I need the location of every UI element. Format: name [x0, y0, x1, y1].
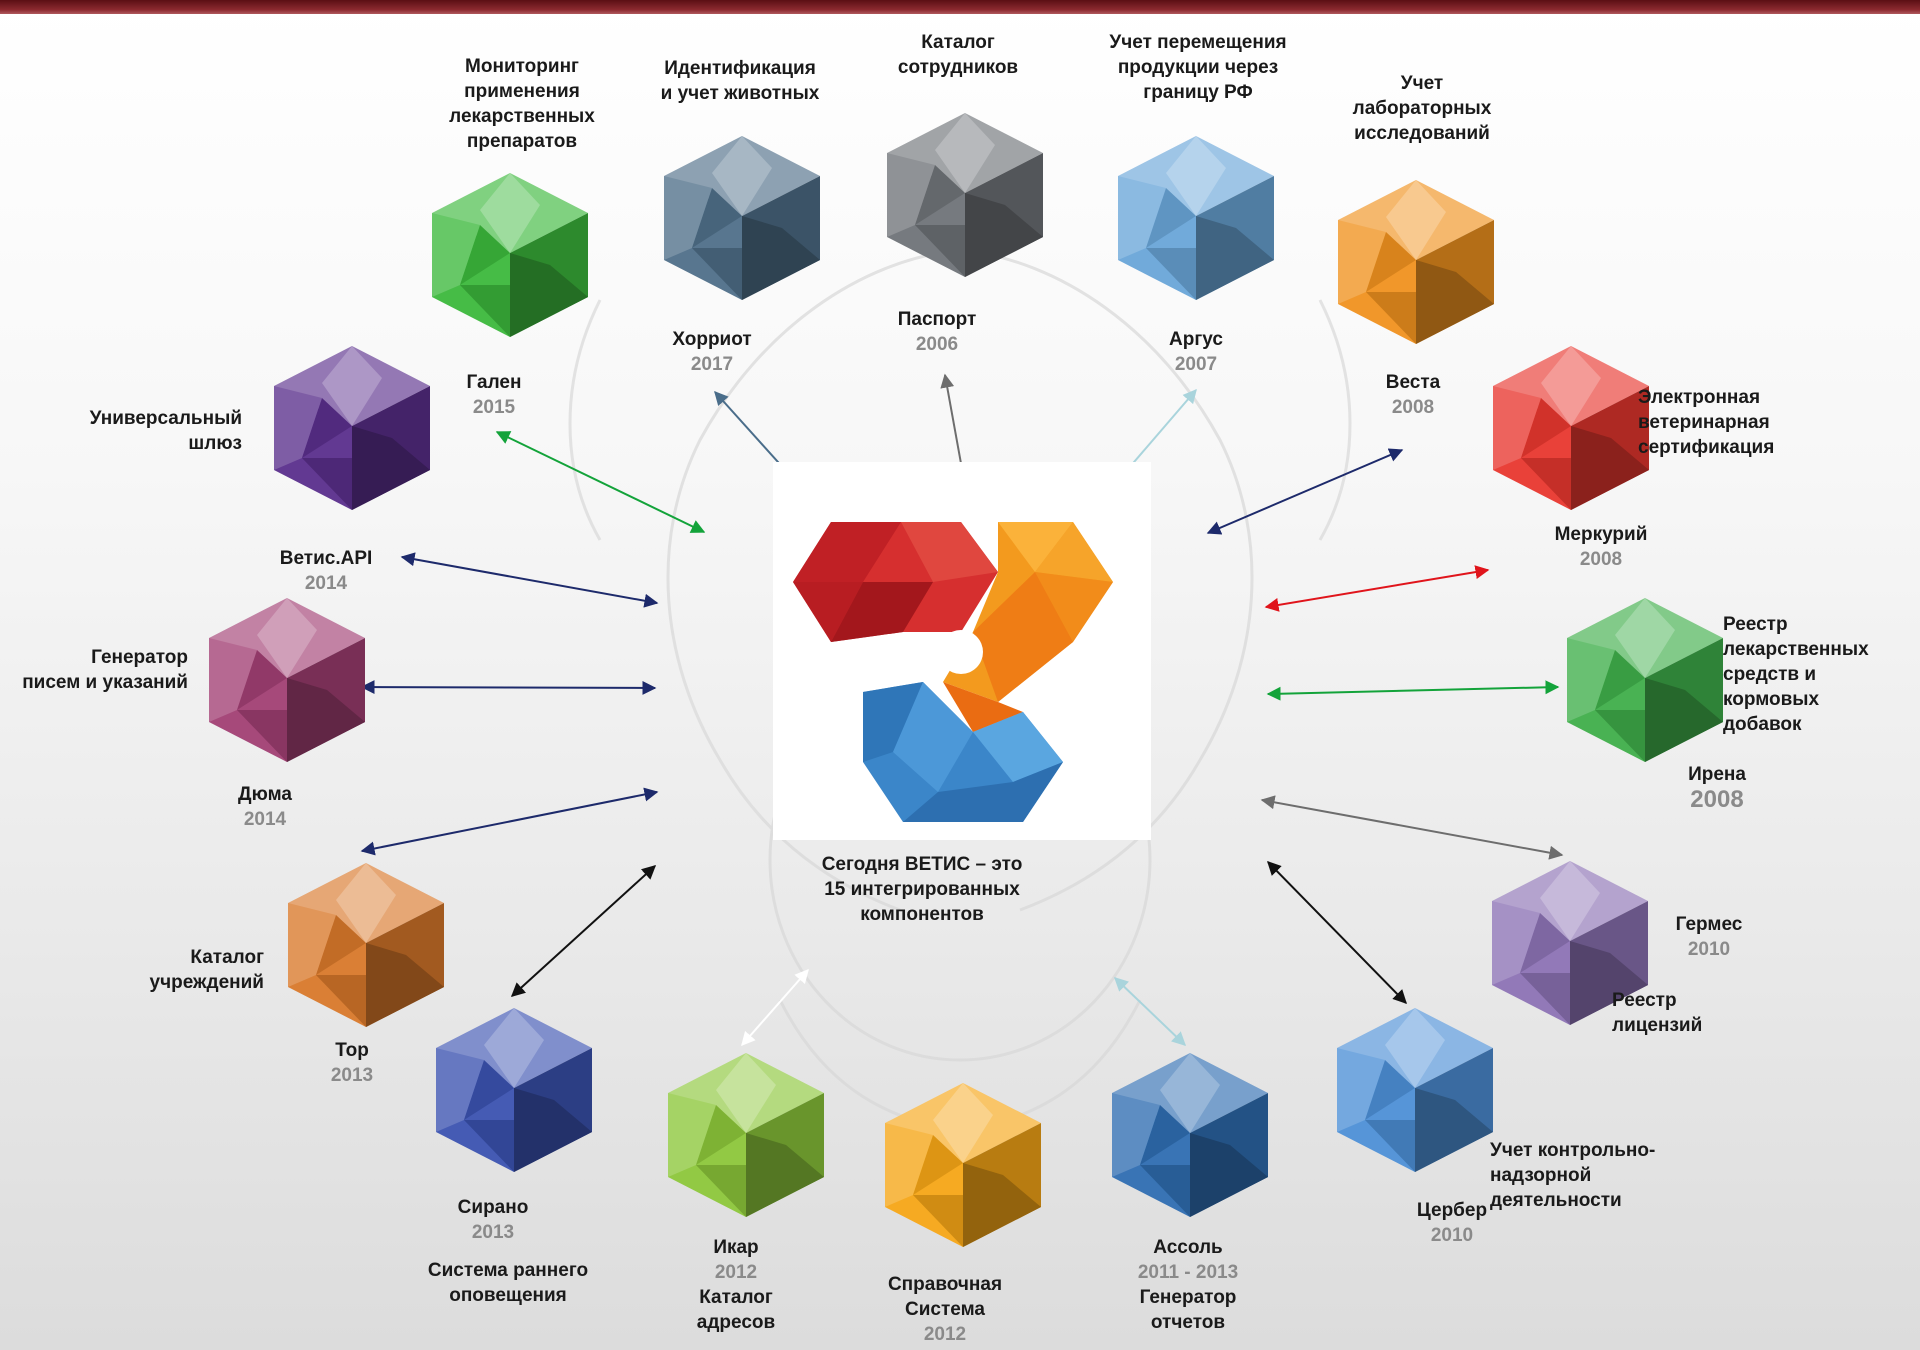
blue-cube-icon — [1337, 1008, 1493, 1172]
arrow-sirano — [510, 865, 657, 997]
galen-cube-icon[interactable] — [420, 165, 600, 345]
cerber-cube-icon[interactable] — [1325, 1000, 1505, 1180]
green-cube-icon — [432, 173, 588, 337]
argus-cube-icon[interactable] — [1106, 128, 1286, 308]
copper-cube-icon — [288, 863, 444, 1027]
merkuriy-cube-icon[interactable] — [1481, 338, 1661, 518]
duma-cube-icon[interactable] — [197, 590, 377, 770]
arrow-assol — [1113, 977, 1187, 1046]
top-banner-bar — [0, 0, 1920, 14]
indigo-cube-icon — [436, 1008, 592, 1172]
lime-cube-icon — [668, 1053, 824, 1217]
center-caption-line-1: Сегодня ВЕТИС – это — [821, 854, 1023, 875]
violet-cube-icon — [274, 346, 430, 510]
red-cube-icon — [1493, 346, 1649, 510]
center-caption: Сегодня ВЕТИС – это 15 интегрированных к… — [792, 852, 1052, 927]
vesta-cube-icon[interactable] — [1326, 172, 1506, 352]
cerber-description: Учет контрольно-надзорной деятельности — [1490, 1140, 1656, 1211]
vetis-logo-icon — [793, 522, 1113, 822]
lavender-cube-icon — [1492, 861, 1648, 1025]
plum-cube-icon — [209, 598, 365, 762]
pasport-cube-icon[interactable] — [875, 105, 1055, 285]
vetisapi-cube-icon[interactable] — [262, 338, 442, 518]
arrow-cerber — [1267, 860, 1407, 1005]
irena-cube-icon[interactable] — [1555, 590, 1735, 770]
horriot-cube-icon[interactable] — [652, 128, 832, 308]
center-caption-line-2: 15 интегрированных — [824, 879, 1020, 900]
arrow-ikar — [741, 968, 809, 1047]
amber-cube-icon — [885, 1083, 1041, 1247]
arrow-vesta — [1206, 448, 1404, 535]
light-blue-cube-icon — [1118, 136, 1274, 300]
arrow-galen — [495, 431, 706, 533]
slate-cube-icon — [664, 136, 820, 300]
arrow-irena — [1266, 680, 1560, 701]
arrow-tor — [360, 787, 659, 856]
spravochnaya-cube-icon[interactable] — [873, 1075, 1053, 1255]
arrow-duma — [360, 680, 657, 695]
arrow-germes — [1260, 795, 1564, 860]
tor-cube-icon[interactable] — [276, 855, 456, 1035]
center-caption-line-3: компонентов — [860, 904, 984, 925]
vetis-logo — [773, 462, 1151, 840]
steel-blue-cube-icon — [1112, 1053, 1268, 1217]
orange-cube-icon — [1338, 180, 1494, 344]
gray-cube-icon — [887, 113, 1043, 277]
sirano-cube-icon[interactable] — [424, 1000, 604, 1180]
assol-cube-icon[interactable] — [1100, 1045, 1280, 1225]
ikar-cube-icon[interactable] — [656, 1045, 836, 1225]
germes-cube-icon[interactable] — [1480, 853, 1660, 1033]
arrow-vetisapi — [400, 552, 659, 608]
arrow-merkuriy — [1264, 565, 1490, 612]
green-cube-icon — [1567, 598, 1723, 762]
